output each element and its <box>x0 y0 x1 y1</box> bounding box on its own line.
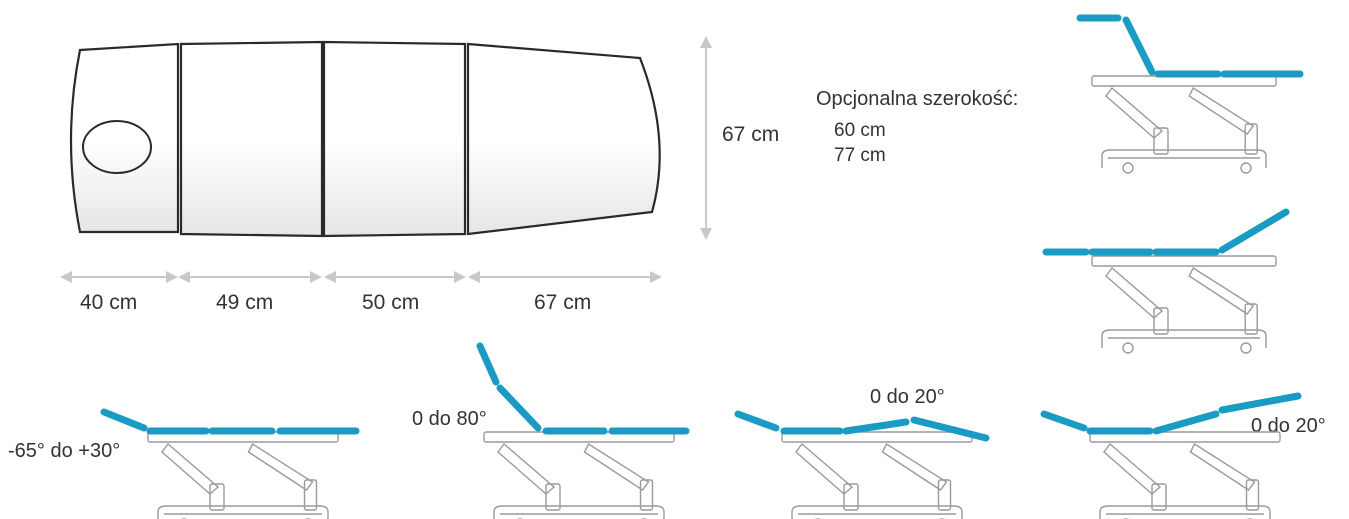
segment-width-seat: 50 cm <box>362 291 420 314</box>
mattress-segment <box>496 384 542 432</box>
mattress-segment <box>1218 392 1302 414</box>
config-legrest-raised <box>1042 208 1290 354</box>
mattress-segment <box>1152 410 1220 435</box>
width-option-60: 60 cm <box>834 120 886 141</box>
seat-section <box>322 40 467 238</box>
width-dimension-arrows <box>60 271 662 283</box>
segment-width-head: 40 cm <box>80 291 138 314</box>
mattress-segment <box>910 416 990 442</box>
face-hole <box>82 120 152 174</box>
mattress-segment <box>1040 410 1088 432</box>
table-height-label: 67 cm <box>722 123 780 146</box>
mattress-segment <box>1122 16 1156 76</box>
mattress-segment <box>1218 208 1290 254</box>
width-options-label: Opcjonalna szerokość: <box>816 88 1019 110</box>
legrest-angle-label-a: 0 do 20° <box>870 386 945 408</box>
mattress-segment <box>734 410 780 432</box>
headrest-angle-label: -65° do +30° <box>8 440 121 462</box>
head-section <box>69 42 180 234</box>
config-headrest <box>100 408 360 519</box>
segment-width-back: 49 cm <box>216 291 274 314</box>
segment-width-legs: 67 cm <box>534 291 592 314</box>
config-legrest-20-a <box>734 410 990 519</box>
legrest-angle-label-b: 0 do 20° <box>1251 415 1326 437</box>
back-section <box>179 40 324 238</box>
width-option-77: 77 cm <box>834 145 886 166</box>
mattress-segment <box>842 418 910 435</box>
config-backrest-raised <box>1076 14 1304 174</box>
height-dimension-arrow <box>700 36 712 240</box>
mattress-segment <box>476 342 500 386</box>
config-backrest-80 <box>476 342 690 519</box>
leg-section <box>466 42 661 236</box>
backrest-angle-label: 0 do 80° <box>412 408 487 430</box>
mattress-segment <box>100 408 148 432</box>
config-legrest-20-b <box>1040 392 1302 519</box>
